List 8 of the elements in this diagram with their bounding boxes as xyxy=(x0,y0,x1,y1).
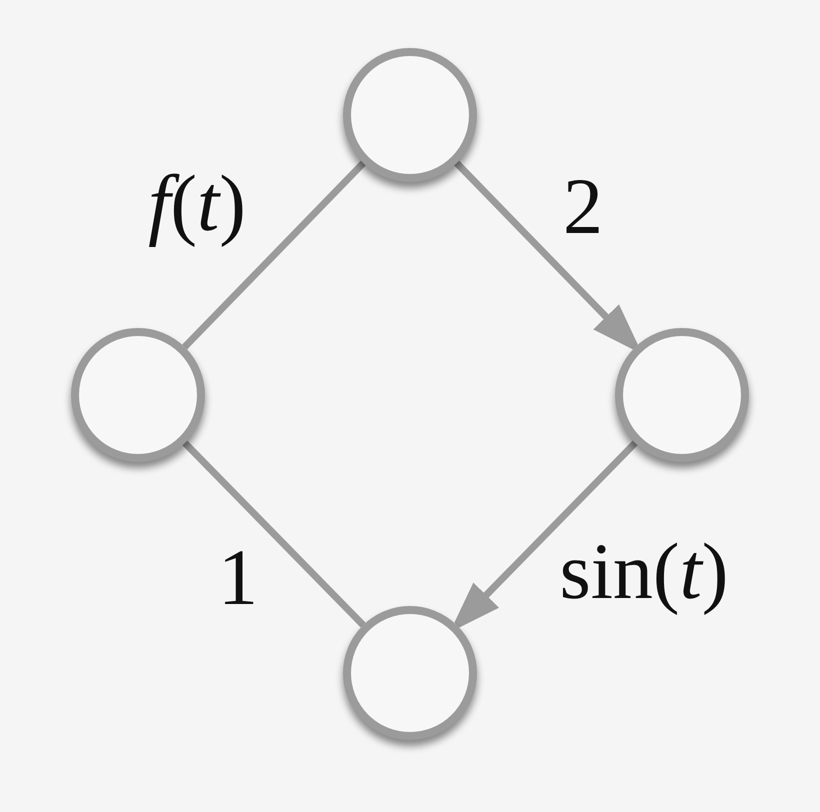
circle-node xyxy=(615,328,749,462)
connector-line xyxy=(182,160,366,350)
circle-node xyxy=(343,606,477,740)
edge-label: 1 xyxy=(218,538,258,618)
edge-label: 2 xyxy=(563,167,603,247)
connector-line xyxy=(182,440,366,628)
circle-node xyxy=(71,328,205,462)
circle-node xyxy=(343,48,477,182)
